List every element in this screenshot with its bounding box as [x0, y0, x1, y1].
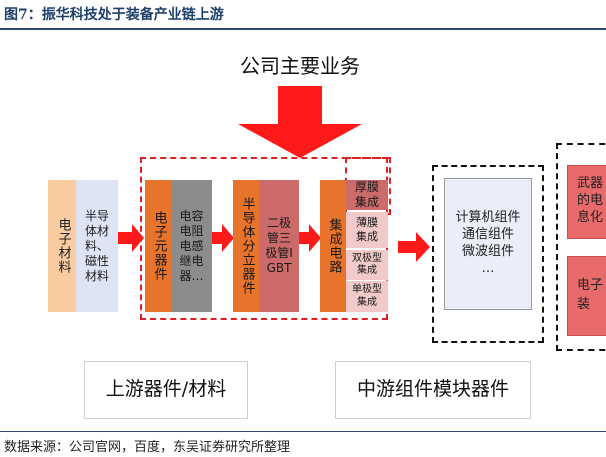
thin-film-box: 薄膜集成 — [346, 212, 388, 248]
midstream-line: 微波组件 — [461, 244, 514, 259]
weapon-info-box: 武器的电息化 — [567, 165, 606, 239]
figure-title: 图7：振华科技处于装备产业链上游 — [4, 7, 224, 23]
midstream-line: 通信组件 — [461, 227, 514, 243]
downstream-frame — [556, 143, 606, 351]
discrete-devices-box: 半导体分立器件 — [233, 180, 259, 312]
integrated-circuits-box: 集成电路 — [320, 180, 346, 312]
right-arrow-icon — [212, 224, 234, 252]
electronic-components-box: 电子元器件 — [145, 180, 171, 312]
bottom-rule — [0, 431, 606, 432]
electronic-equipment-box: 电子装 — [567, 256, 606, 336]
materials-detail-box: 半导体材料、磁性材料 — [76, 180, 118, 312]
midstream-box: 计算机组件 通信组件 微波组件 … — [444, 178, 532, 310]
unipolar-box: 单极型集成 — [346, 281, 388, 312]
upstream-label: 上游器件/材料 — [84, 361, 248, 419]
midstream-label: 中游组件模块器件 — [335, 361, 531, 419]
midstream-frame — [432, 165, 544, 343]
top-rule — [0, 28, 606, 30]
source-note: 数据来源：公司官网，百度，东吴证券研究所整理 — [4, 440, 291, 455]
right-arrow-icon — [118, 224, 144, 252]
midstream-line: … — [481, 260, 495, 276]
components-detail-box: 电容电阻电感继电器… — [171, 180, 212, 312]
bipolar-box: 双极型集成 — [346, 250, 388, 280]
right-arrow-icon — [299, 224, 321, 252]
electronic-materials-box: 电子材料 — [48, 180, 76, 312]
discrete-detail-box: 二极管三极管IGBT — [259, 180, 299, 312]
thick-film-box: 厚膜集成 — [346, 180, 388, 210]
main-title: 公司主要业务 — [240, 54, 360, 78]
right-arrow-icon — [398, 232, 430, 262]
down-arrow-icon — [238, 86, 362, 158]
midstream-line: 计算机组件 — [455, 210, 521, 226]
